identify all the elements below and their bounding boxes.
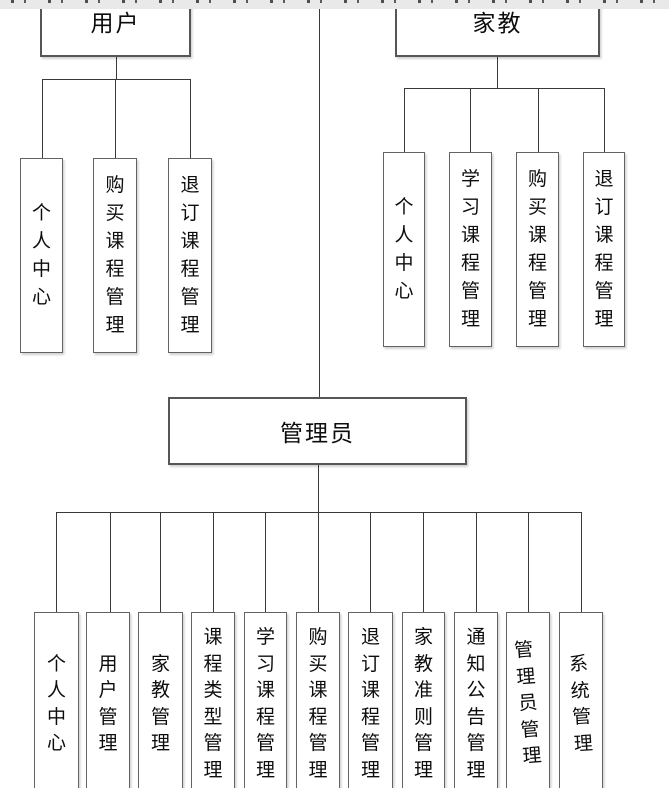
node-label: 购买课程管理 [527,168,547,330]
node-label: 学习课程管理 [460,168,480,330]
connector-admin-bar [56,512,582,513]
cropped-text-strip [0,0,669,9]
node-label: 家教准则管理 [413,627,433,781]
connector-admin-drop-1 [56,512,57,612]
connector-user-drop-2 [115,79,116,158]
tutor-child-learning-course-mgmt: 学习课程管理 [449,152,492,347]
node-label: 个人中心 [31,202,51,308]
admin-child-notice-announcement-mgmt: 通知公告管理 [454,612,498,788]
connector-admin-bottom-stem [318,465,319,512]
node-label: 退订课程管理 [594,168,614,330]
node-label: 课程类型管理 [203,627,223,781]
connector-tutor-drop-3 [538,88,539,152]
admin-child-personal-center: 个人中心 [34,612,79,788]
connector-tutor-bar [404,88,605,89]
node-label: 管理员管理 [513,639,543,768]
connector-admin-top-stem [319,9,320,397]
connector-admin-drop-4 [213,512,214,612]
admin-child-system-mgmt: 系统管理 [559,612,603,788]
connector-user-drop-3 [190,79,191,158]
connector-admin-drop-8 [423,512,424,612]
connector-admin-drop-11 [581,512,582,612]
node-label: 个人中心 [394,196,414,302]
user-node: 用户 [40,0,191,57]
node-label: 系统管理 [568,653,594,755]
tutor-node: 家教 [395,0,600,57]
admin-child-tutor-mgmt: 家教管理 [138,612,183,788]
connector-admin-drop-2 [110,512,111,612]
admin-node-label: 管理员 [280,420,355,446]
admin-child-purchase-course-mgmt: 购买课程管理 [296,612,340,788]
admin-child-course-type-mgmt: 课程类型管理 [191,612,235,788]
connector-admin-drop-10 [528,512,529,612]
node-label: 个人中心 [46,653,66,755]
admin-child-user-mgmt: 用户管理 [86,612,130,788]
node-label: 购买课程管理 [308,627,328,781]
user-node-label: 用户 [90,9,141,36]
node-label: 学习课程管理 [255,627,275,781]
tutor-node-label: 家教 [472,9,523,36]
admin-child-learning-course-mgmt: 学习课程管理 [244,612,287,788]
admin-child-tutor-guideline-mgmt: 家教准则管理 [402,612,445,788]
node-label: 用户管理 [98,653,118,755]
connector-admin-drop-3 [160,512,161,612]
tutor-child-purchase-course-mgmt: 购买课程管理 [516,152,559,347]
connector-admin-drop-5 [265,512,266,612]
connector-tutor-drop-4 [604,88,605,152]
node-label: 家教管理 [150,653,170,755]
admin-child-administrator-mgmt: 管理员管理 [506,612,550,788]
connector-tutor-drop-2 [470,88,471,152]
user-child-personal-center: 个人中心 [20,158,63,353]
connector-tutor-stem [497,57,498,88]
node-label: 通知公告管理 [466,627,486,781]
tutor-child-personal-center: 个人中心 [383,152,425,347]
connector-user-bar [42,79,191,80]
connector-tutor-drop-1 [404,88,405,152]
admin-child-unsubscribe-course-mgmt: 退订课程管理 [348,612,393,788]
tutor-child-unsubscribe-course-mgmt: 退订课程管理 [583,152,625,347]
connector-admin-drop-7 [370,512,371,612]
node-label: 购买课程管理 [105,174,125,336]
connector-admin-drop-9 [476,512,477,612]
connector-user-stem [116,57,117,79]
connector-admin-drop-6 [318,512,319,612]
user-child-unsubscribe-course-mgmt: 退订课程管理 [168,158,212,353]
node-label: 退订课程管理 [360,627,380,781]
connector-user-drop-1 [42,79,43,158]
user-child-purchase-course-mgmt: 购买课程管理 [93,158,137,353]
node-label: 退订课程管理 [180,174,200,336]
admin-node: 管理员 [168,397,467,465]
